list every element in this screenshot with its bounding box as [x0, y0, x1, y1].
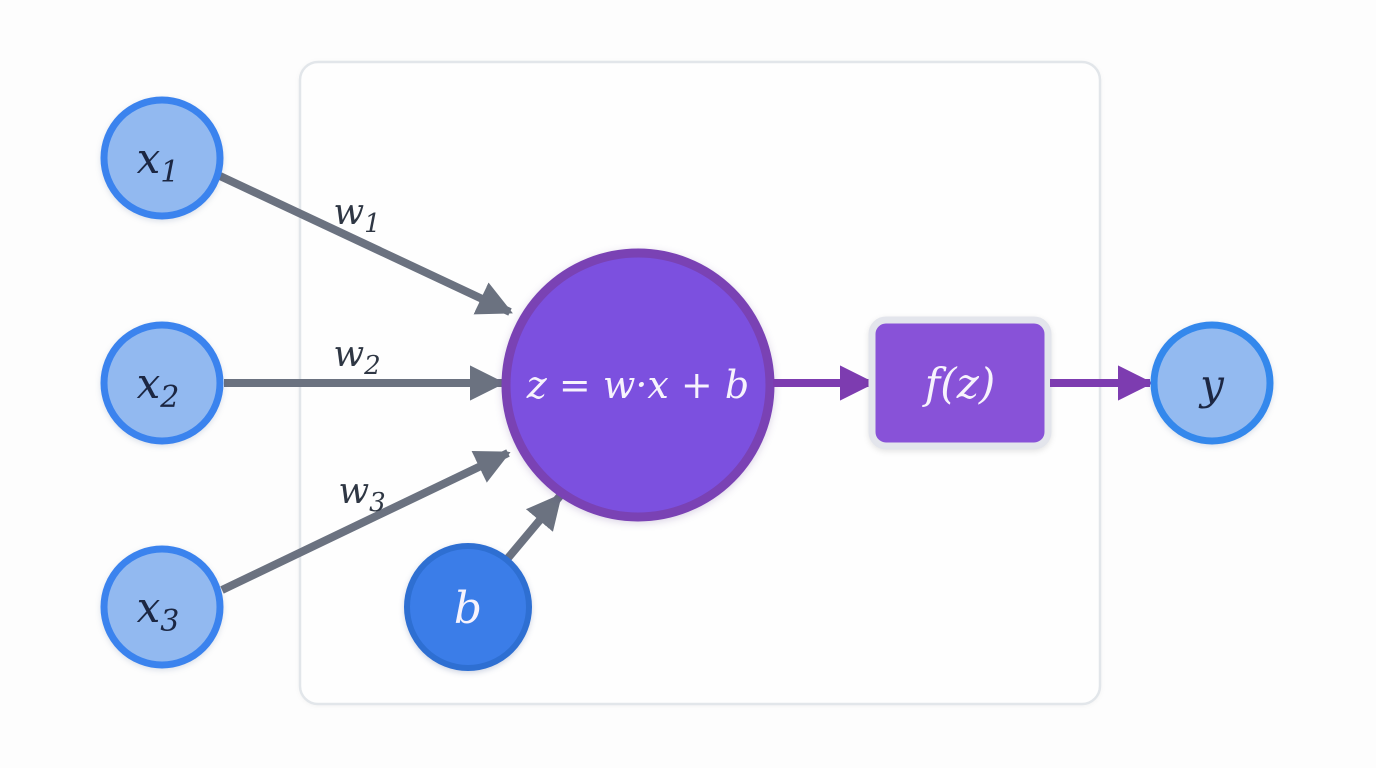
- bias-node: [404, 543, 532, 671]
- input-label-x2: x2: [137, 359, 180, 415]
- activation-function-box: [868, 316, 1052, 450]
- neuron-formula-label: z = w·x + b: [526, 363, 749, 407]
- input-node-x1: [100, 96, 224, 220]
- weight-arrow-w3: [220, 449, 511, 594]
- output-label: y: [1198, 360, 1225, 409]
- neuron-summation-node: [501, 248, 775, 522]
- input-label-x1: x1: [137, 134, 180, 190]
- output-node: [1150, 321, 1274, 445]
- weight-label-w1: w1: [333, 192, 380, 239]
- input-node-x3: [100, 545, 224, 669]
- bias-arrow: [504, 493, 564, 561]
- input-label-x3: x3: [137, 583, 180, 639]
- input-node-x2: [100, 321, 224, 445]
- weight-label-w2: w2: [333, 334, 380, 381]
- weight-arrow-w1: [218, 172, 513, 316]
- activation-label: f(z): [922, 359, 995, 408]
- bias-label: b: [454, 583, 482, 634]
- weight-label-w3: w3: [338, 471, 385, 518]
